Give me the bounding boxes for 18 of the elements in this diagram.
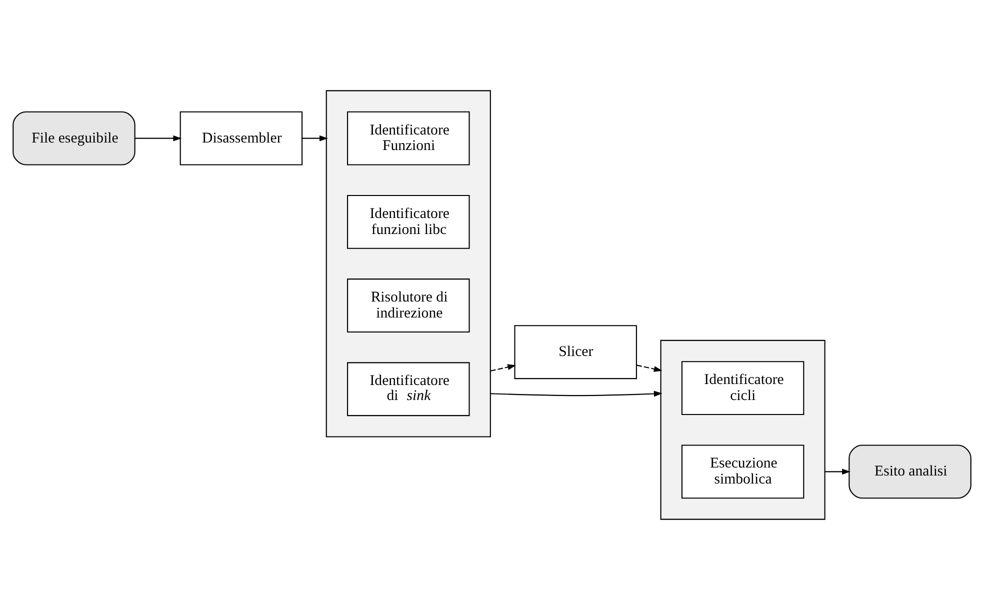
node-box: Risolutore di indirezione xyxy=(347,278,470,332)
arrow xyxy=(135,134,182,141)
cluster xyxy=(660,339,826,520)
arrow xyxy=(302,134,328,141)
arrow xyxy=(490,390,662,396)
node-box: Identificatore di sink xyxy=(347,362,470,416)
node-box: Identificatore funzioni libc xyxy=(347,194,470,248)
arrow xyxy=(824,468,851,474)
arrow xyxy=(636,364,662,372)
node-box: Disassembler xyxy=(180,110,303,165)
node-box: Slicer xyxy=(514,324,637,379)
arrow xyxy=(490,364,516,371)
node-box: Esito analisi xyxy=(848,444,972,498)
node-box: Identificatore Funzioni xyxy=(347,110,470,165)
node-box: File eseguibile xyxy=(12,110,136,165)
node-box: Esecuzione simbolica xyxy=(681,444,804,498)
node-box: Identificatore cicli xyxy=(681,360,804,415)
cluster xyxy=(326,90,491,437)
